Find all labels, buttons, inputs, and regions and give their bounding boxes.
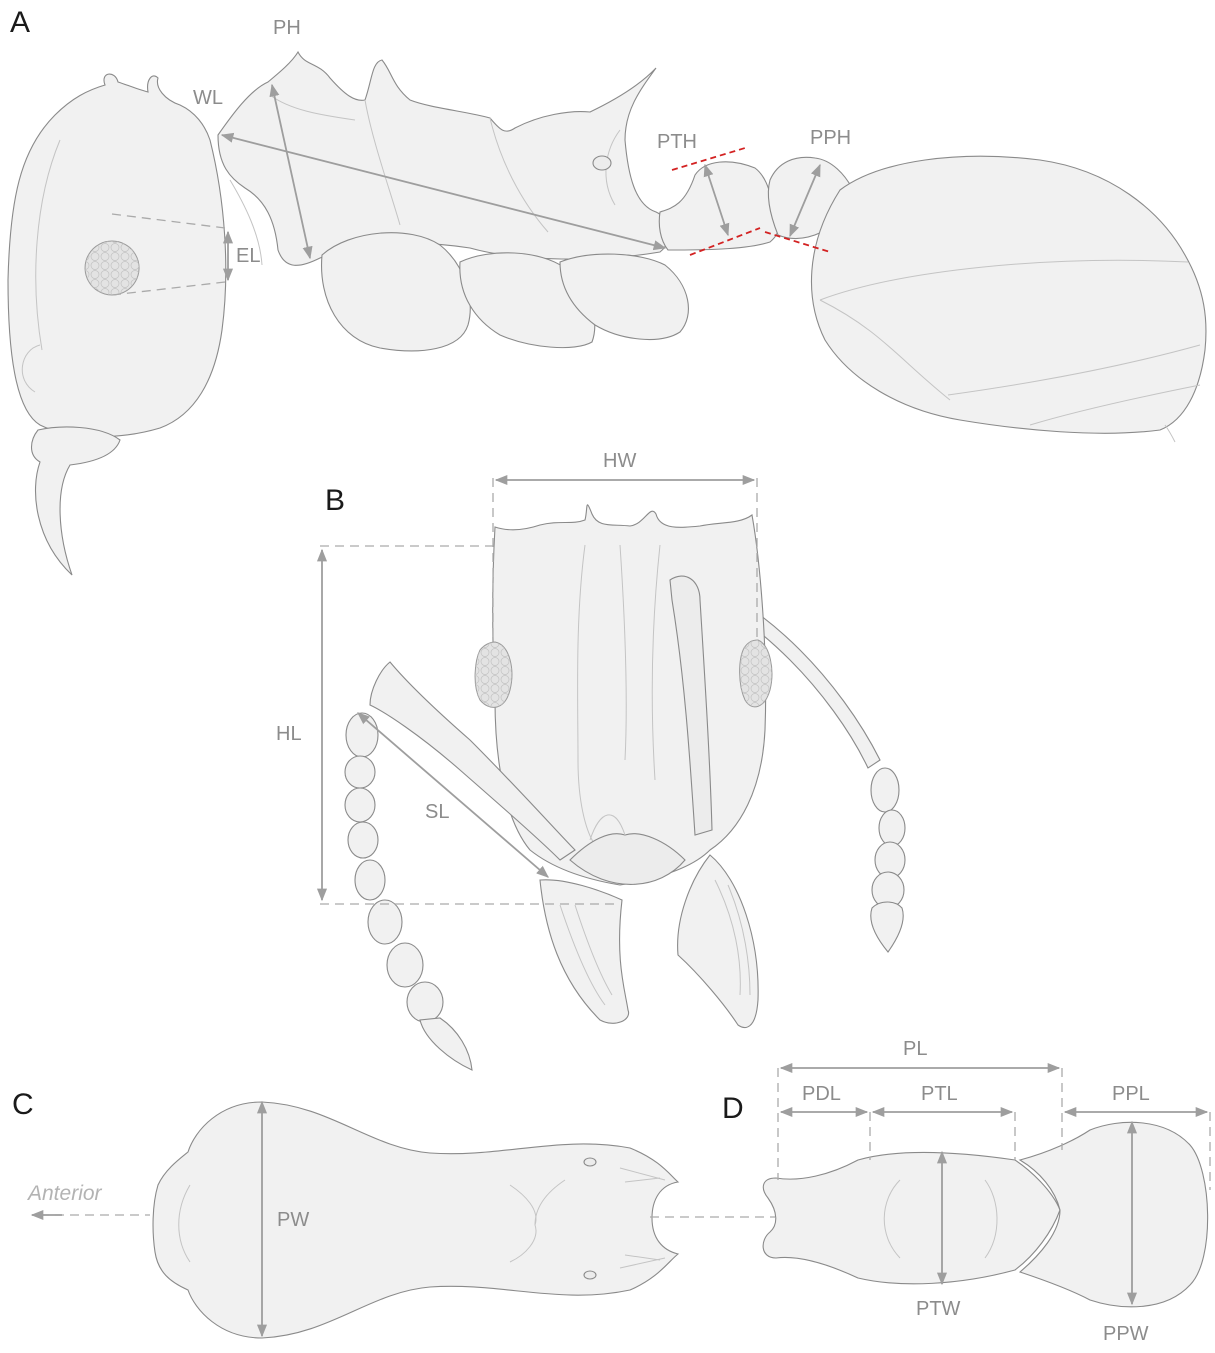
label-ppl: PPL bbox=[1112, 1083, 1150, 1105]
label-hw: HW bbox=[603, 450, 636, 472]
panel-a: A bbox=[8, 6, 1206, 575]
antenna-left bbox=[345, 713, 472, 1070]
gaster-lateral bbox=[811, 156, 1206, 433]
panel-letter-c: C bbox=[12, 1088, 34, 1121]
mandible-lateral bbox=[32, 427, 121, 575]
label-anterior: Anterior bbox=[26, 1182, 103, 1205]
label-sl: SL bbox=[425, 801, 449, 823]
label-ph: PH bbox=[273, 17, 301, 39]
label-el: EL bbox=[236, 245, 260, 267]
mandible-left bbox=[540, 880, 629, 1023]
panel-b: B bbox=[276, 450, 905, 1070]
label-pw: PW bbox=[277, 1209, 309, 1231]
panel-d: D PL PDL PTL PPL PTW PPW bbox=[722, 1038, 1210, 1345]
coxa-1 bbox=[322, 233, 471, 351]
label-wl: WL bbox=[193, 87, 223, 109]
panel-c: C PW Anterior bbox=[12, 1088, 775, 1338]
label-hl: HL bbox=[276, 723, 302, 745]
mandible-right bbox=[678, 855, 759, 1027]
label-pdl: PDL bbox=[802, 1083, 841, 1105]
mesosoma-dorsal bbox=[153, 1102, 678, 1338]
panel-letter-b: B bbox=[325, 484, 345, 517]
label-ptw: PTW bbox=[916, 1298, 961, 1320]
panel-letter-d: D bbox=[722, 1092, 744, 1125]
label-pth: PTH bbox=[657, 131, 697, 153]
petiole-dorsal bbox=[763, 1152, 1060, 1283]
panel-letter-a: A bbox=[10, 6, 30, 39]
label-pph: PPH bbox=[810, 127, 851, 149]
label-ppw: PPW bbox=[1103, 1323, 1149, 1345]
label-ptl: PTL bbox=[921, 1083, 958, 1105]
label-pl: PL bbox=[903, 1038, 927, 1060]
